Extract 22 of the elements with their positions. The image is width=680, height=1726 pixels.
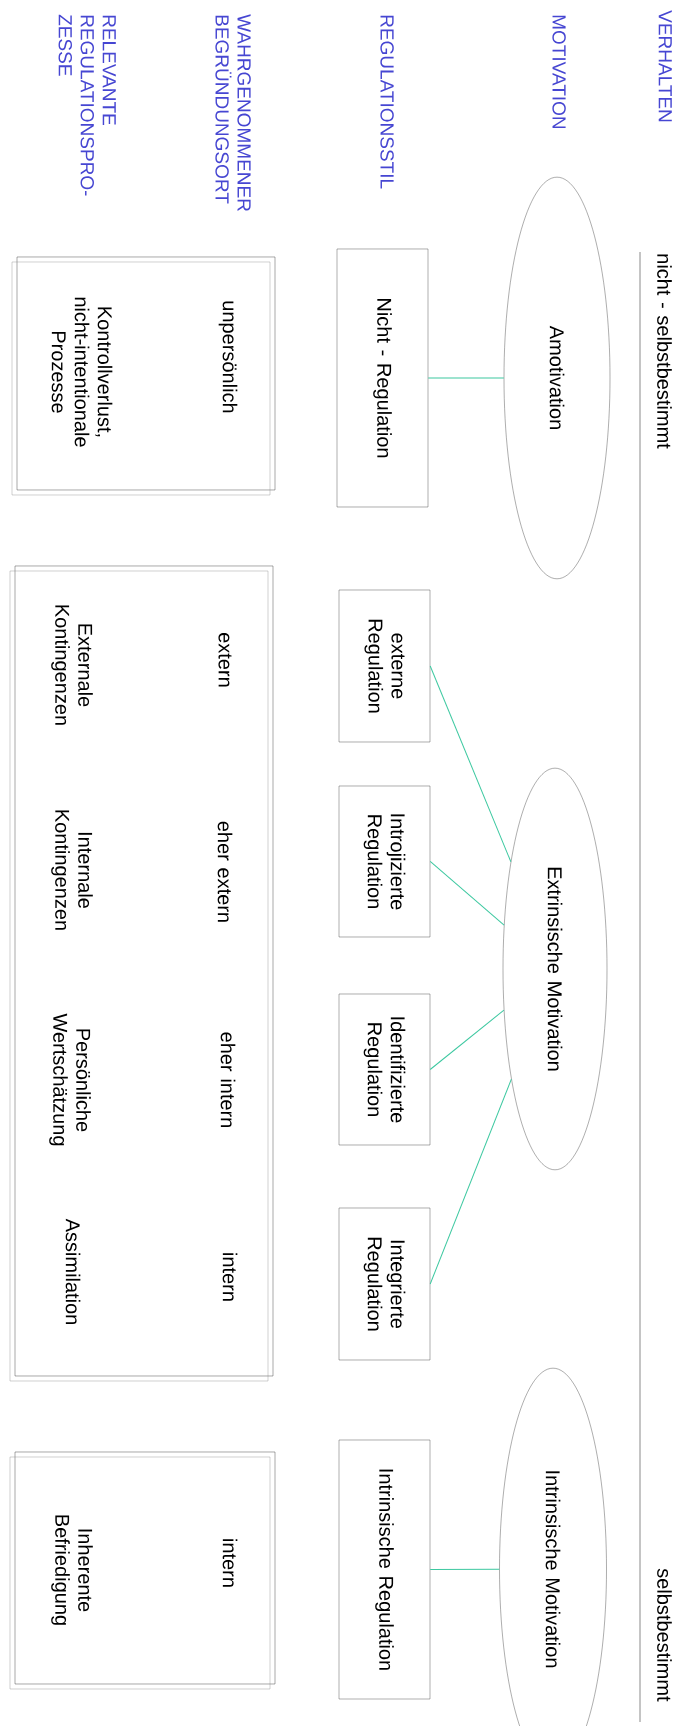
regulation-box: Intrinsische Regulation [338, 1439, 431, 1700]
connector-line [429, 665, 512, 863]
double-bordered-box: extern Externale Kontingenzen eher extern Internale Kontingenzen eher intern Persönliche Wertschätzung intern Assimilation [9, 565, 274, 1382]
connector-line [429, 861, 505, 926]
double-bordered-box: unpersönlich Kontrollverlust, nicht-intentionale Prozesse [11, 256, 276, 496]
regulation-box: Integrierte Regulation [338, 1207, 431, 1361]
connector-line [429, 1009, 505, 1070]
regulation-box: Nicht - Regulation [336, 248, 429, 508]
row-heading: RELEVANTE REGULATIONSPRO- ZESSE [58, 14, 116, 196]
connector-line [427, 377, 505, 379]
double-bordered-box: intern Inherente Befriedigung [9, 1451, 276, 1690]
row-heading: WAHRGENOMMENER BEGRÜNDUNGSORT [215, 14, 251, 211]
connector-line [429, 1568, 500, 1570]
row-heading: VERHALTEN [658, 10, 672, 122]
row-heading: MOTIVATION [552, 15, 566, 129]
scale-label: selbstbestimmt [657, 1568, 672, 1702]
regulation-box: Introjizierte Regulation [338, 785, 431, 938]
regulation-box: externe Regulation [338, 589, 431, 743]
scale-label: nicht - selbstbestimmt [657, 254, 672, 449]
regulation-box: Identifizierte Regulation [338, 993, 431, 1146]
row-heading: REGULATIONSSTIL [380, 15, 394, 189]
connector-line [429, 1078, 512, 1285]
